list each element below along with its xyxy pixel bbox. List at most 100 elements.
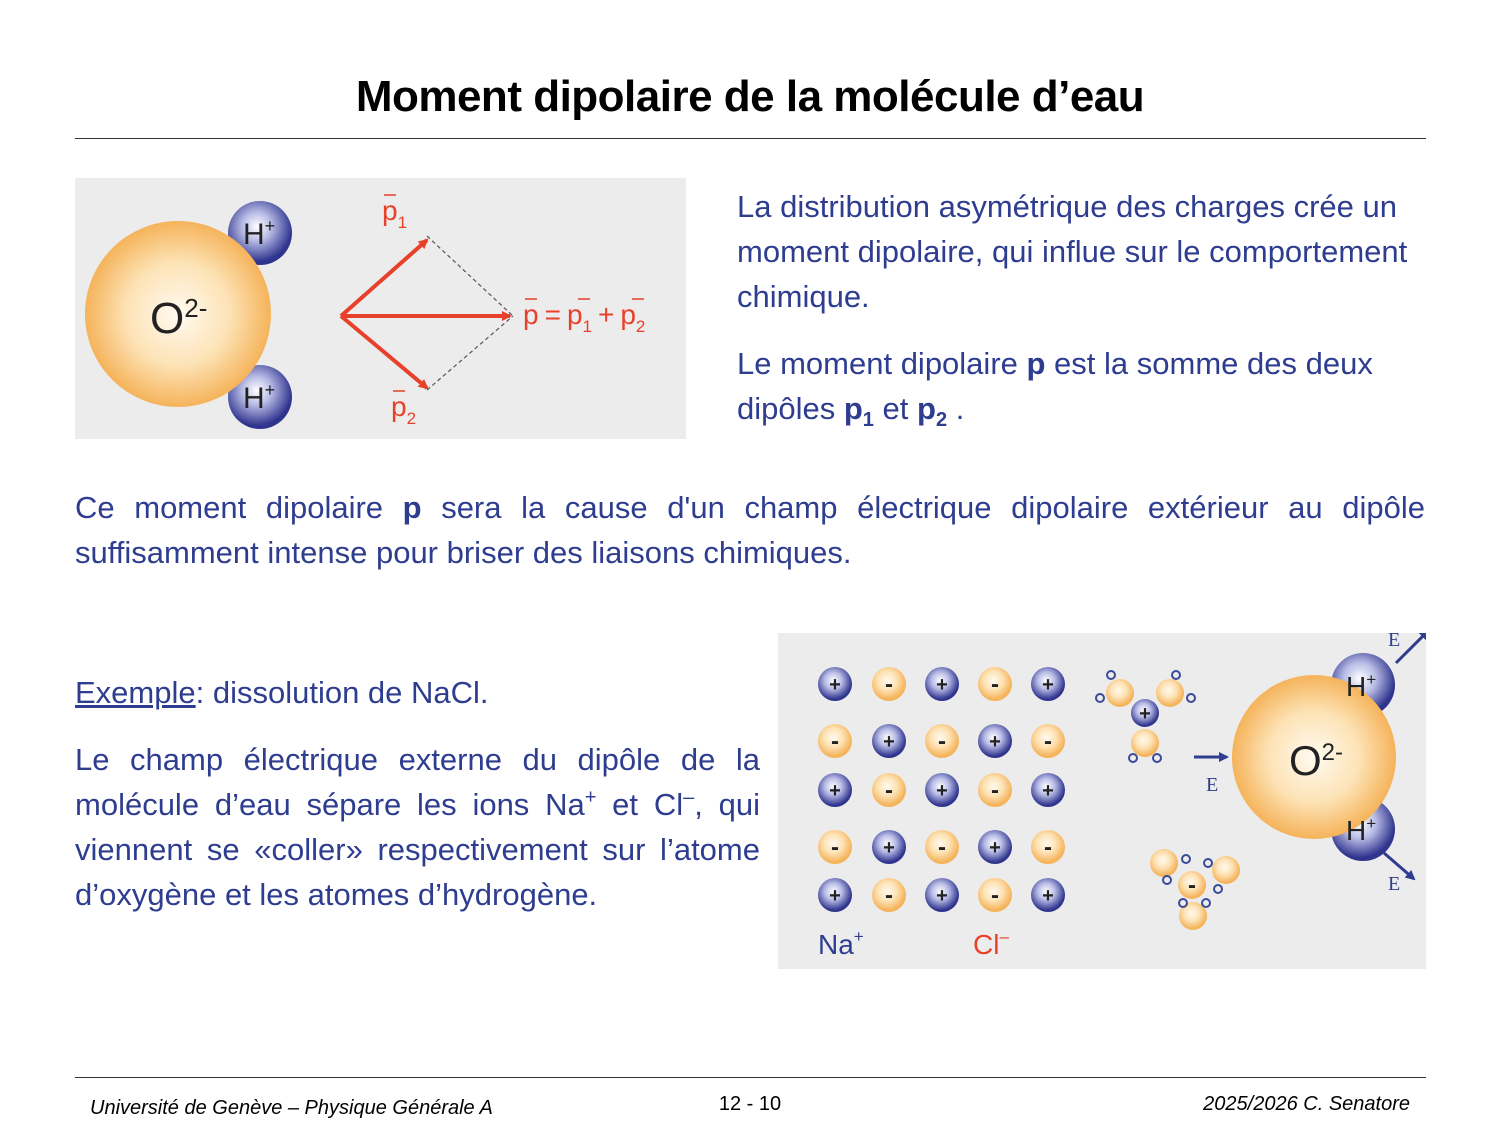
dipole-sum-paragraph: Le moment dipolaire p est la somme des d… [737, 346, 1373, 432]
example-heading: Exemple: dissolution de NaCl. [75, 675, 489, 710]
field-label: E [1206, 774, 1218, 796]
chloride-charge-sign: - [938, 834, 946, 861]
hydrated-chloride-cluster: - [1150, 849, 1240, 930]
chloride-charge-sign: - [1044, 728, 1052, 755]
chloride-ion [925, 830, 959, 864]
slide-title: Moment dipolaire de la molécule d’eau [355, 72, 1145, 121]
sodium-ion [925, 667, 959, 701]
chloride-ion [978, 667, 1012, 701]
footer-author-year: 2025/2026 C. Senatore [1203, 1093, 1410, 1115]
nacl-dissolution-diagram: +-+-+-+-+-+-+-+-+-+-+-+-+ + - [818, 629, 1430, 960]
sodium-charge-sign: + [1042, 674, 1054, 696]
chloride-ion [1031, 830, 1065, 864]
chloride-ion [978, 773, 1012, 807]
field-arrow [1383, 851, 1416, 881]
page-number: 12 - 10 [718, 1093, 782, 1115]
p1-label: p [382, 195, 398, 226]
p2-label: p [391, 391, 407, 422]
sodium-label: Na [818, 929, 854, 960]
hydrogen-label: H [1346, 671, 1366, 702]
nacl-dissolution-figure: +-+-+-+-+-+-+-+-+-+-+-+-+ + - [778, 629, 1430, 969]
sodium-ion [818, 667, 852, 701]
hydrogen-label: H [243, 218, 265, 251]
chloride-ion [872, 878, 906, 912]
sodium-charge-sign: + [989, 837, 1001, 859]
hydrogen-charge: + [1366, 814, 1376, 833]
svg-text:H+: H+ [243, 216, 275, 251]
chloride-charge-sign: - [938, 728, 946, 755]
sodium-charge-sign: + [883, 731, 895, 753]
oxygen-label: O [1289, 737, 1322, 784]
svg-text:Cl–: Cl– [973, 927, 1009, 960]
chloride-label: Cl [973, 929, 999, 960]
svg-text:p2: p2 [391, 391, 416, 428]
sodium-charge-sign: + [1042, 780, 1054, 802]
asymmetry-paragraph: La distribution asymétrique des charges … [737, 189, 1408, 314]
chloride-ion [978, 878, 1012, 912]
svg-text:-: - [1188, 872, 1196, 899]
sodium-ion [978, 830, 1012, 864]
sodium-ion [925, 878, 959, 912]
field-arrow [1394, 629, 1430, 665]
chloride-charge-sign: - [991, 671, 999, 698]
sodium-ion [818, 878, 852, 912]
svg-text:H+: H+ [1346, 670, 1376, 702]
sodium-ion [1031, 773, 1065, 807]
sodium-charge-sign: + [936, 885, 948, 907]
water-dipole-diagram: O2- H+ H+ p1 p2 p=p1+p2 [85, 194, 645, 429]
hydrogen-charge: + [1366, 670, 1376, 689]
sodium-ion [1031, 667, 1065, 701]
footer-institution: Université de Genève – Physique Générale… [90, 1097, 493, 1119]
sodium-charge-sign: + [829, 885, 841, 907]
title-divider [75, 138, 1426, 139]
chloride-ion [818, 830, 852, 864]
sodium-charge-sign: + [989, 731, 1001, 753]
chloride-ion [925, 724, 959, 758]
sodium-ion [1031, 878, 1065, 912]
chloride-charge-sign: - [991, 777, 999, 804]
hydrogen-charge: + [265, 380, 276, 400]
p1-subscript: 1 [398, 213, 407, 232]
svg-text:+: + [1139, 703, 1151, 725]
chloride-ion [1031, 724, 1065, 758]
electric-field-paragraph: Ce moment dipolaire p sera la cause d'un… [75, 490, 1425, 570]
sodium-ion [818, 773, 852, 807]
chloride-charge-sign: - [831, 834, 839, 861]
sodium-charge-sign: + [829, 674, 841, 696]
p1-vector-arrow [339, 238, 429, 318]
dashed-construction-line [426, 315, 514, 391]
hydrogen-bottom-atom [228, 365, 292, 429]
chloride-charge-sign: - [991, 882, 999, 909]
water-dipole-figure: O2- H+ H+ p1 p2 p=p1+p2 [75, 178, 686, 439]
hydrogen-label: H [1346, 815, 1366, 846]
svg-text:p1: p1 [382, 195, 407, 232]
sodium-ion [872, 830, 906, 864]
svg-text:H+: H+ [243, 380, 275, 415]
sodium-charge-sign: + [936, 674, 948, 696]
chloride-charge-sign: - [831, 728, 839, 755]
oxygen-charge: 2- [1322, 739, 1343, 766]
dashed-construction-line [426, 235, 514, 317]
sodium-charge-sign: + [936, 780, 948, 802]
sum-equation: p=p1+p2 [523, 299, 645, 336]
footer-divider [75, 1077, 1426, 1078]
chloride-ion [872, 773, 906, 807]
oxygen-charge: 2- [184, 293, 207, 323]
chloride-charge-sign: - [885, 777, 893, 804]
oxygen-label: O [150, 294, 184, 343]
p2-subscript: 2 [407, 409, 416, 428]
chloride-ion [872, 667, 906, 701]
field-label: E [1388, 633, 1400, 651]
sodium-ion [925, 773, 959, 807]
sodium-ion [978, 724, 1012, 758]
oxygen-atom [85, 221, 271, 407]
svg-text:H+: H+ [1346, 814, 1376, 846]
chloride-ion [818, 724, 852, 758]
hydrogen-label: H [243, 382, 265, 415]
chloride-charge-sign: - [885, 671, 893, 698]
sodium-charge-sign: + [883, 837, 895, 859]
sodium-charge-sign: + [1042, 885, 1054, 907]
example-paragraph: Le champ électrique externe du dipôle de… [75, 742, 760, 912]
hydrated-sodium-cluster: + [1095, 670, 1196, 763]
chloride-charge-sign: - [885, 882, 893, 909]
